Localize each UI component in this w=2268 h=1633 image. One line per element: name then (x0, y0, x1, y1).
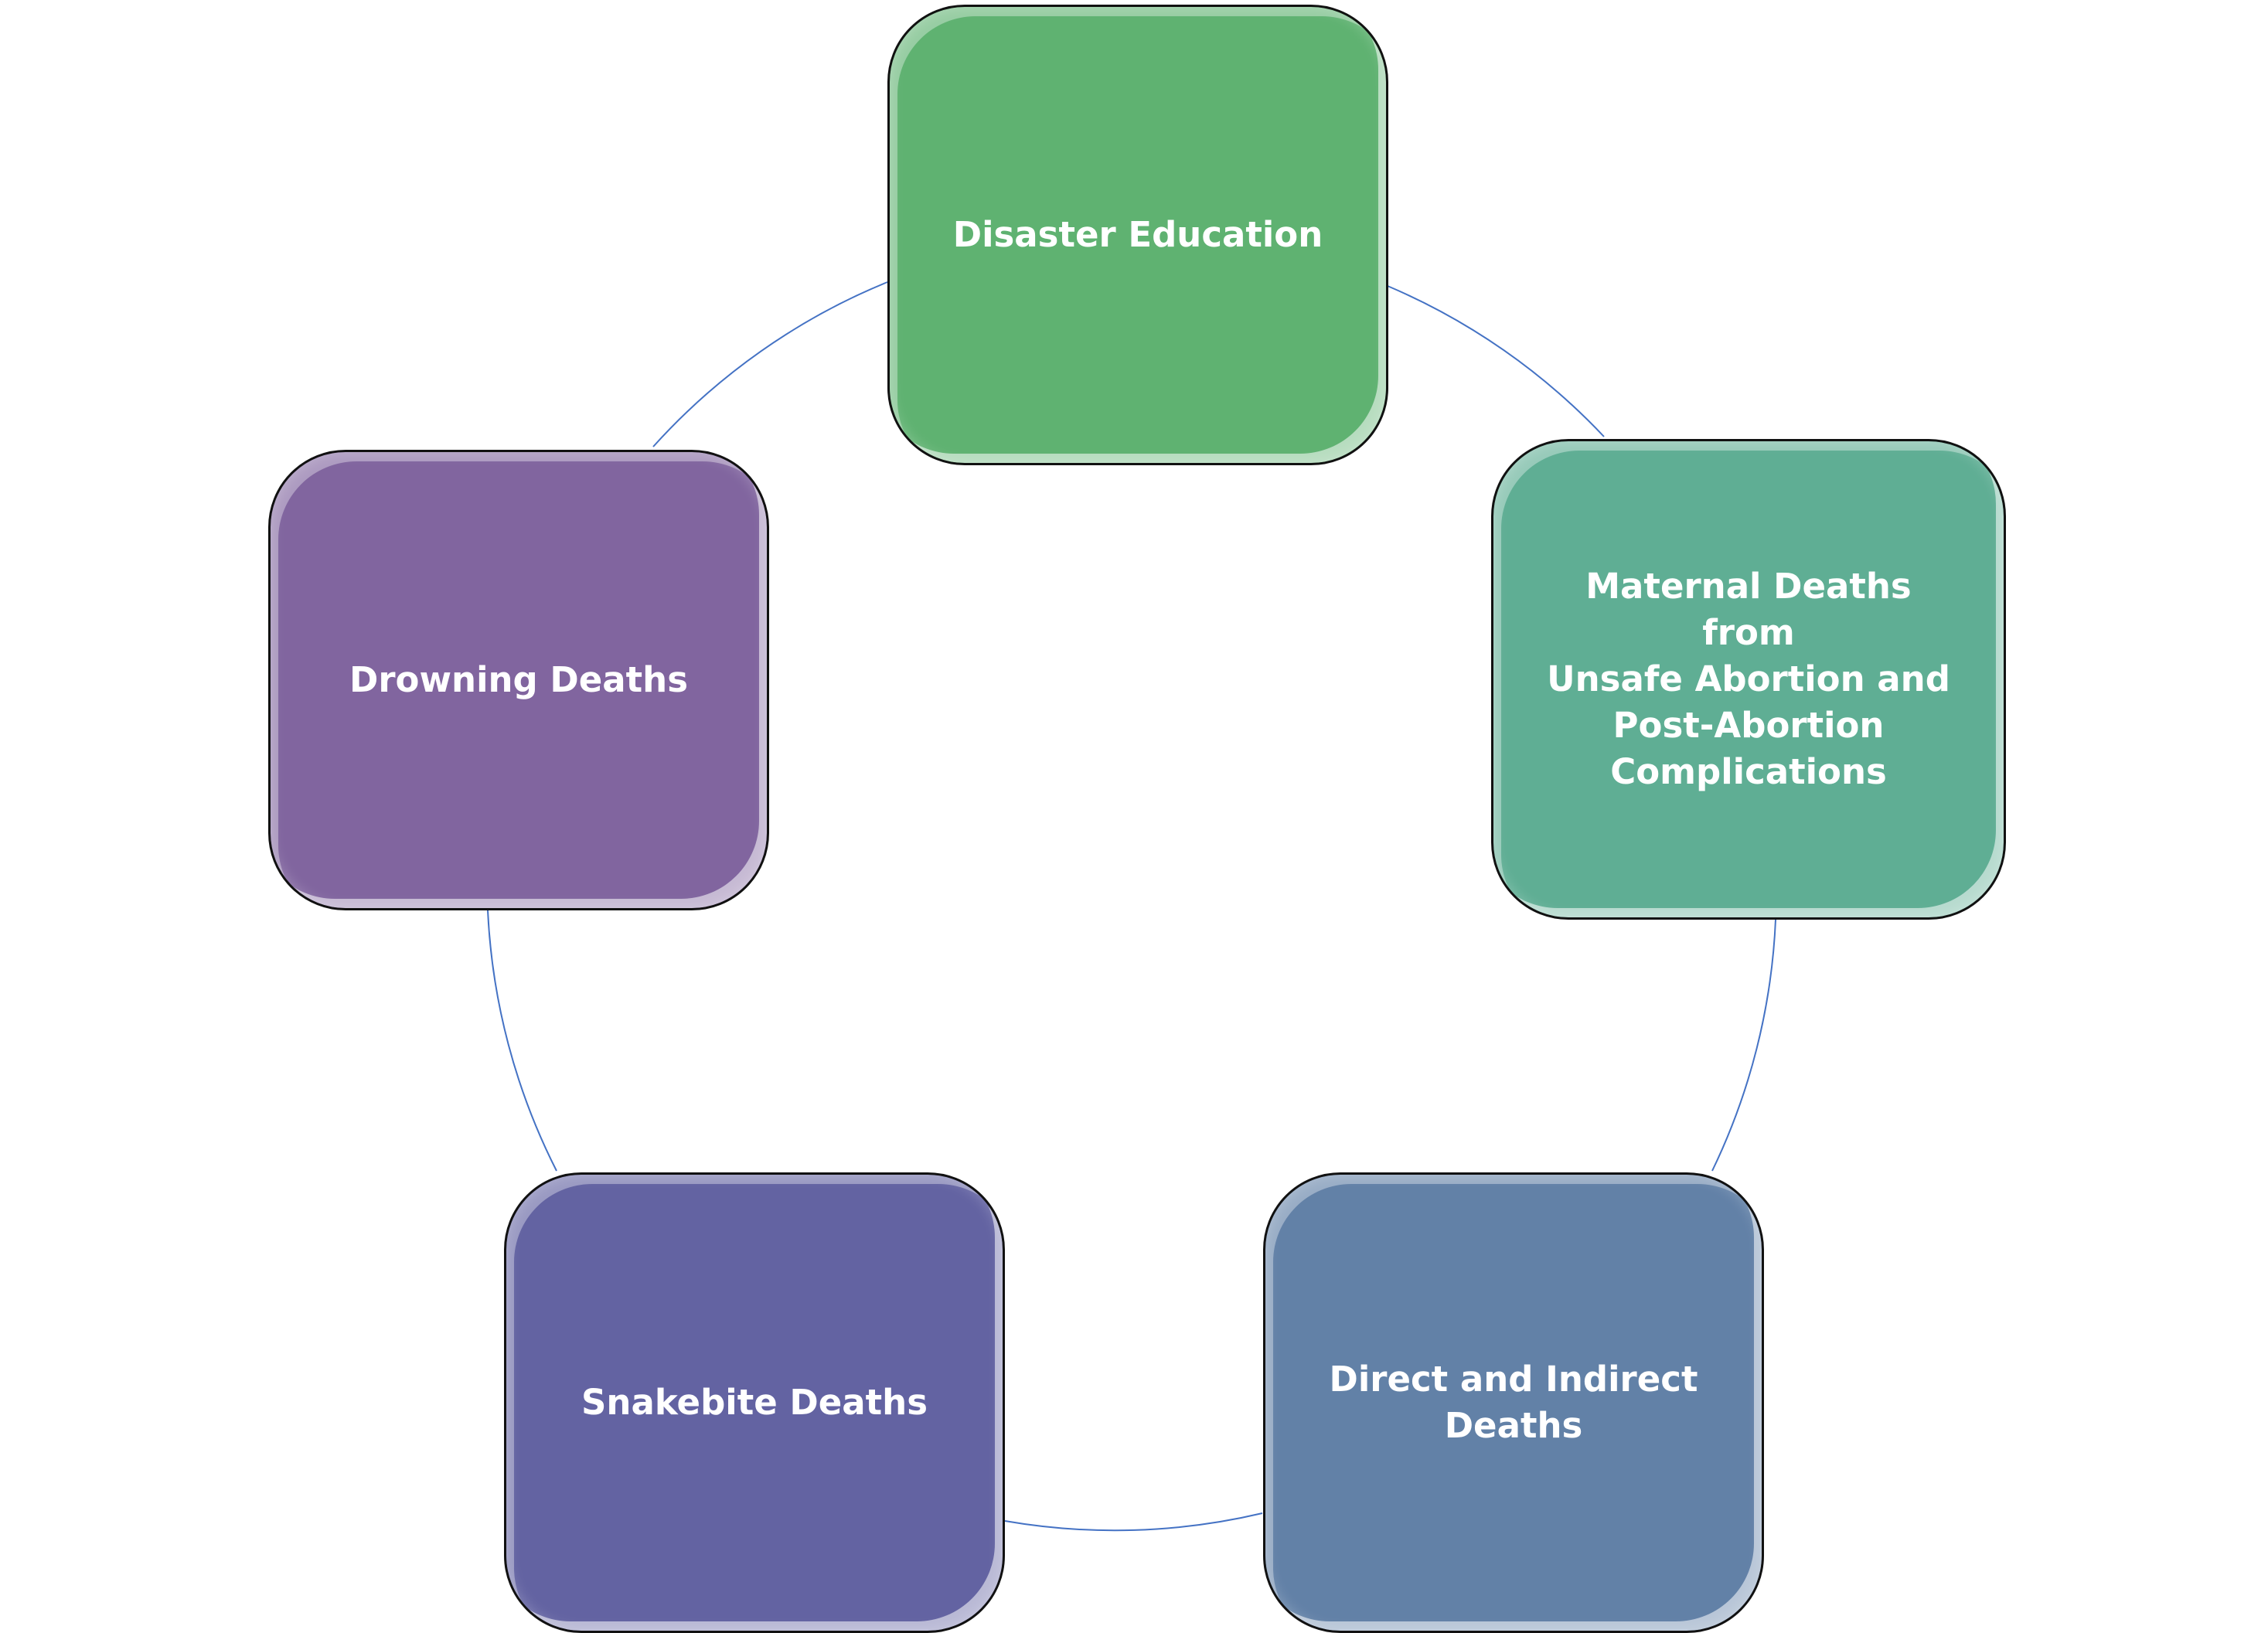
node-label: Snakebite Deaths (581, 1382, 928, 1423)
cycle-node-drowning-deaths: Drowning Deaths (268, 450, 769, 910)
node-label: Maternal Deaths from Unsafe Abortion and… (1547, 566, 1950, 792)
cycle-node-direct-indirect-deaths: Direct and Indirect Deaths (1263, 1172, 1764, 1633)
node-label: Direct and Indirect Deaths (1329, 1359, 1698, 1446)
connector-top-to-right (1387, 285, 1605, 437)
connector-right-to-bottom-right (1711, 919, 1776, 1172)
connector-left-to-top (652, 281, 888, 447)
node-label: Disaster Education (952, 214, 1323, 255)
cycle-node-disaster-education: Disaster Education (887, 5, 1388, 465)
connector-bottom-left-to-left (487, 910, 557, 1172)
node-label: Drowning Deaths (349, 659, 688, 700)
cycle-node-maternal-deaths: Maternal Deaths from Unsafe Abortion and… (1491, 439, 2006, 920)
cycle-node-snakebite-deaths: Snakebite Deaths (504, 1172, 1005, 1633)
connector-bottom-right-to-bottom-left (1004, 1512, 1263, 1532)
